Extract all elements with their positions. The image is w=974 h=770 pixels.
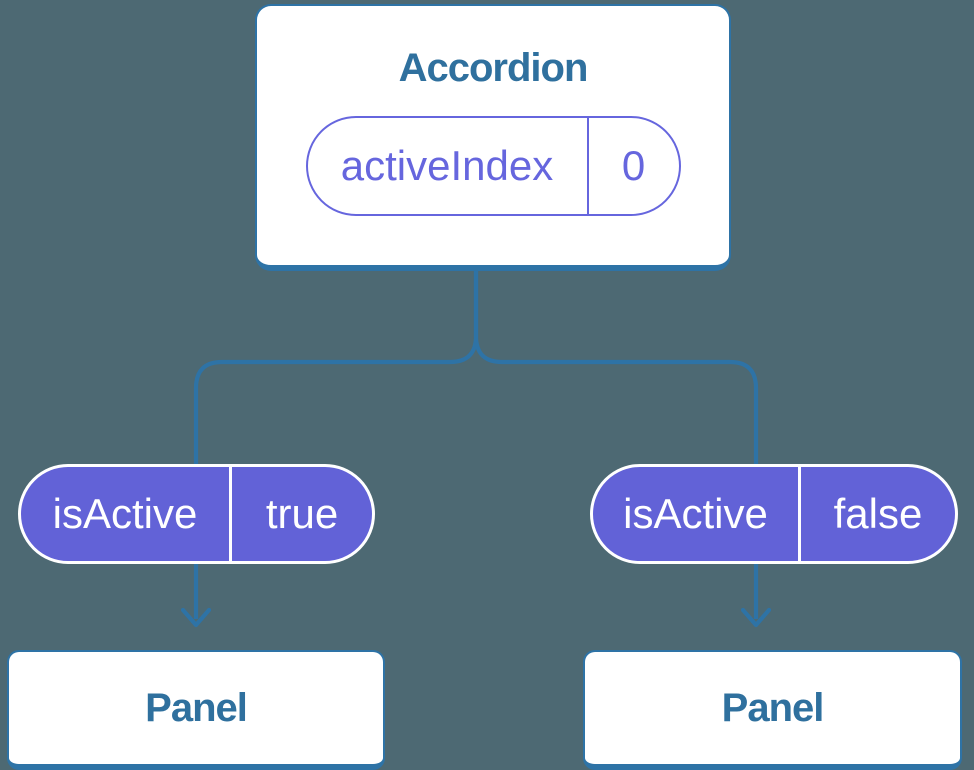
accordion-title: Accordion	[398, 46, 589, 90]
state-divider	[229, 467, 232, 561]
panel-title: Panel	[721, 686, 825, 730]
isactive-pill-false: isActive false	[590, 464, 958, 564]
state-divider	[798, 467, 801, 561]
isactive-pill-true: isActive true	[18, 464, 375, 564]
panel-title: Panel	[145, 686, 248, 730]
tree-branch-right	[473, 268, 759, 619]
prop-name: activeIndex	[340, 142, 554, 189]
state-value: true	[265, 490, 339, 537]
state-name: isActive	[623, 490, 768, 537]
arrow-down-icon	[740, 607, 772, 628]
activeindex-prop-pill: activeIndex 0	[305, 116, 681, 216]
prop-value: 0	[621, 142, 646, 189]
panel-card-right: Panel	[583, 650, 962, 770]
accordion-card: Accordion activeIndex 0	[255, 4, 731, 271]
arrow-down-icon	[180, 607, 212, 628]
prop-divider	[586, 118, 589, 214]
state-value: false	[833, 490, 923, 537]
panel-card-left: Panel	[7, 650, 385, 770]
tree-branch-left	[193, 268, 479, 619]
state-name: isActive	[52, 490, 198, 537]
